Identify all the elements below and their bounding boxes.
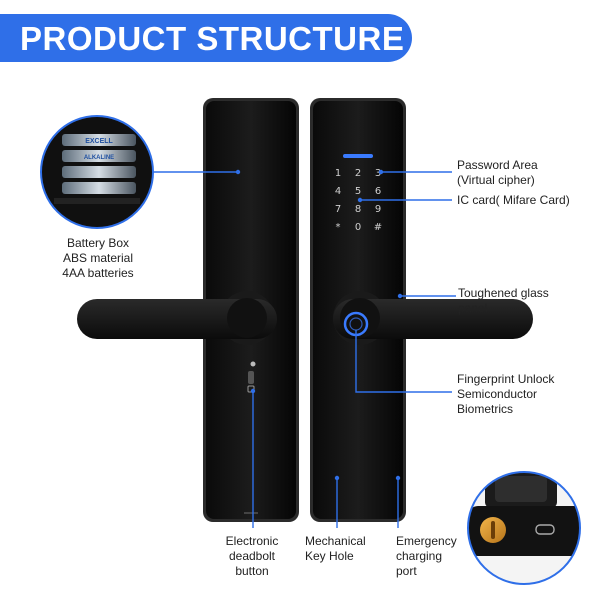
keypad-key[interactable]: 2 (355, 168, 361, 179)
label-ic-card: IC card( Mifare Card) (457, 193, 570, 207)
page-title: PRODUCT STRUCTURE (20, 20, 405, 57)
inner-handle[interactable] (77, 291, 277, 345)
keypad-key[interactable]: 7 (335, 204, 341, 215)
label-deadbolt: Electronic deadbolt button (225, 534, 279, 578)
label-battery-box: Battery Box ABS material 4AA batteries (62, 236, 134, 280)
label-password-area: Password Area (Virtual cipher) (457, 158, 538, 187)
keypad-key[interactable]: 8 (355, 204, 361, 215)
callout-lines (153, 171, 456, 528)
usb-c-port-icon (535, 524, 555, 535)
battery-type: ALKALINE (84, 155, 114, 161)
keypad-key[interactable]: * (336, 222, 341, 233)
charging-port-inset (467, 471, 581, 585)
deadbolt-button[interactable] (248, 371, 254, 384)
battery-box-inset: EXCELL ALKALINE (40, 115, 154, 229)
label-toughened-glass: Toughened glass panel (458, 286, 549, 315)
keypad[interactable]: 1 2 3 4 5 6 7 8 9 * 0 # (335, 168, 382, 233)
deadbolt-indicator (250, 361, 256, 367)
keypad-key[interactable]: # (374, 222, 382, 233)
keypad-key[interactable]: 0 (355, 222, 361, 233)
callout-dots (235, 169, 403, 481)
keypad-key[interactable]: 5 (355, 186, 361, 197)
keypad-key[interactable]: 9 (375, 204, 381, 215)
unlock-icon (247, 385, 255, 393)
keypad-key[interactable]: 3 (375, 168, 381, 179)
status-light (343, 154, 373, 158)
label-fingerprint: Fingerprint Unlock Semiconductor Biometr… (457, 372, 555, 416)
header-banner: PRODUCT STRUCTURE (0, 14, 412, 62)
label-charging-port: Emergency charging port (396, 534, 457, 578)
keypad-key[interactable]: 4 (335, 186, 341, 197)
label-key-hole: Mechanical Key Hole (305, 534, 366, 563)
keypad-key[interactable]: 6 (375, 186, 381, 197)
outer-handle[interactable] (333, 291, 533, 345)
keypad-key[interactable]: 1 (335, 168, 341, 179)
battery-brand: EXCELL (85, 138, 113, 145)
